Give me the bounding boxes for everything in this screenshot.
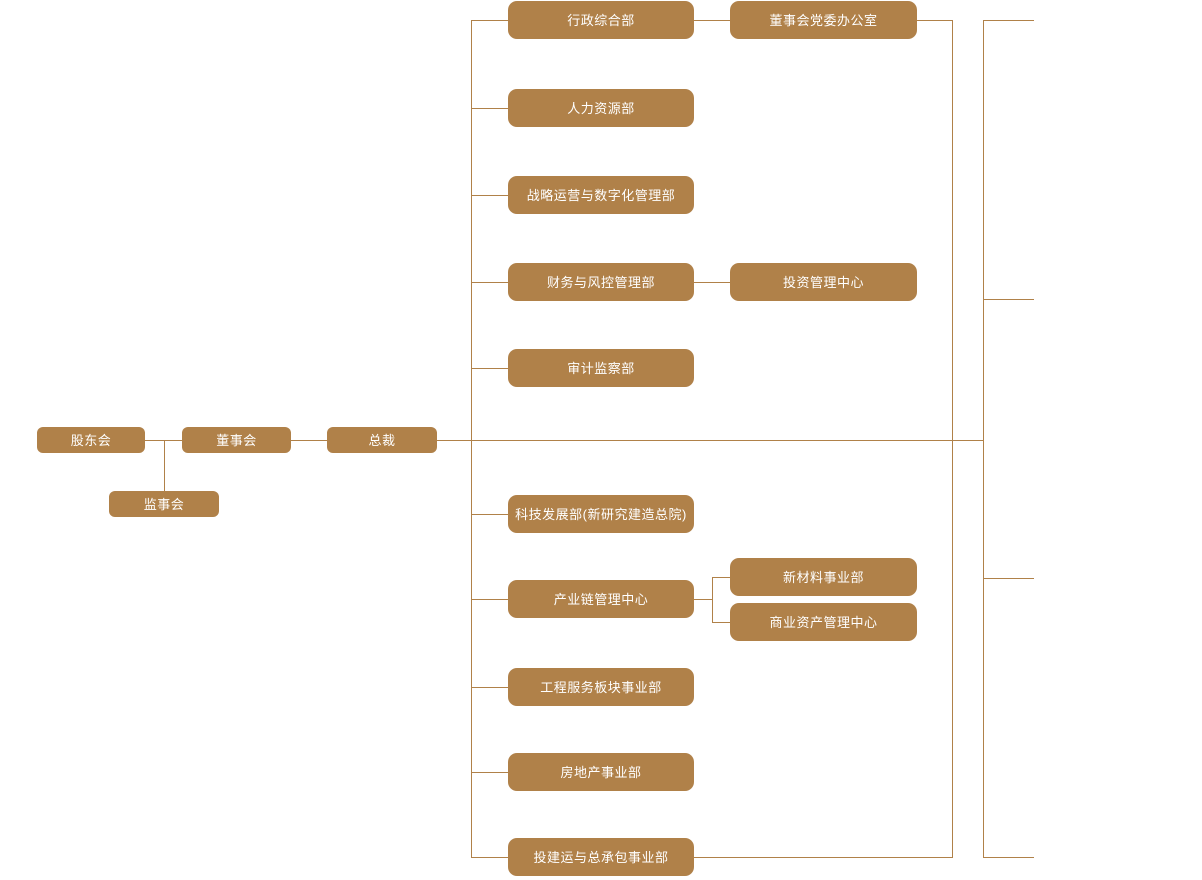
connector-industry-branch-rail [712, 577, 713, 623]
org-node-label: 股东会 [70, 432, 112, 448]
connector-branch-new-materials [712, 577, 730, 578]
org-node-label: 审计监察部 [567, 360, 635, 376]
connector-stub-real-estate [471, 772, 508, 773]
org-node-industry-chain: 产业链管理中心 [508, 580, 694, 618]
org-node-label: 投建运与总承包事业部 [533, 849, 669, 865]
connector-left-rail [471, 20, 472, 858]
connector-stub-invest-build-epc [471, 857, 508, 858]
org-node-admin-general: 行政综合部 [508, 1, 694, 39]
connector-supervisory-drop [164, 440, 165, 491]
org-node-label: 总裁 [368, 432, 396, 448]
org-node-label: 监事会 [143, 496, 185, 512]
org-node-label: 行政综合部 [567, 12, 635, 28]
org-node-commercial-assets: 商业资产管理中心 [730, 603, 917, 641]
connector-stub-human-resources [471, 108, 508, 109]
connector-industry-branch-root [694, 599, 712, 600]
org-node-label: 工程服务板块事业部 [540, 679, 662, 695]
org-node-strategy-digital: 战略运营与数字化管理部 [508, 176, 694, 214]
connector-stub-engineering-services [471, 687, 508, 688]
connector-right-stub-3 [983, 578, 1034, 579]
org-node-invest-build-epc: 投建运与总承包事业部 [508, 838, 694, 876]
connector-stub-tech-development [471, 514, 508, 515]
org-node-label: 房地产事业部 [560, 764, 642, 780]
connector-admin-party-office [694, 20, 730, 21]
connector-shareholders-board [145, 440, 182, 441]
org-node-shareholders: 股东会 [37, 427, 145, 453]
org-node-human-resources: 人力资源部 [508, 89, 694, 127]
org-node-investment-center: 投资管理中心 [730, 263, 917, 301]
connector-president-trunk [437, 440, 983, 441]
org-node-label: 科技发展部(新研究建造总院) [515, 506, 687, 522]
connector-right-stub-1 [983, 20, 1034, 21]
connector-stub-audit-supervision [471, 368, 508, 369]
org-node-president: 总裁 [327, 427, 437, 453]
org-node-new-materials: 新材料事业部 [730, 558, 917, 596]
connector-right-rail-outer [983, 20, 984, 858]
connector-board-president [291, 440, 327, 441]
connector-right-stub-4 [983, 857, 1034, 858]
org-node-label: 新材料事业部 [782, 569, 864, 585]
org-node-tech-development: 科技发展部(新研究建造总院) [508, 495, 694, 533]
connector-invest-build-epc-right [694, 857, 952, 858]
connector-stub-admin-general [471, 20, 508, 21]
org-node-real-estate: 房地产事业部 [508, 753, 694, 791]
org-node-label: 战略运营与数字化管理部 [526, 187, 676, 203]
org-node-label: 产业链管理中心 [553, 591, 649, 607]
org-node-label: 商业资产管理中心 [769, 614, 878, 630]
connector-finance-investment [694, 282, 730, 283]
org-node-label: 人力资源部 [567, 100, 635, 116]
connector-stub-finance-risk [471, 282, 508, 283]
org-node-board: 董事会 [182, 427, 291, 453]
connector-stub-strategy-digital [471, 195, 508, 196]
org-node-label: 财务与风控管理部 [546, 274, 655, 290]
org-node-audit-supervision: 审计监察部 [508, 349, 694, 387]
connector-right-stub-2 [983, 299, 1034, 300]
org-node-label: 董事会党委办公室 [769, 12, 878, 28]
connector-party-office-right [917, 20, 952, 21]
org-node-label: 投资管理中心 [782, 274, 864, 290]
connector-stub-industry-chain [471, 599, 508, 600]
connector-right-rail-inner [952, 20, 953, 858]
connector-branch-commercial-assets [712, 622, 730, 623]
org-node-engineering-services: 工程服务板块事业部 [508, 668, 694, 706]
org-node-label: 董事会 [216, 432, 257, 448]
org-node-board-party-office: 董事会党委办公室 [730, 1, 917, 39]
org-node-finance-risk: 财务与风控管理部 [508, 263, 694, 301]
org-node-supervisory: 监事会 [109, 491, 219, 517]
